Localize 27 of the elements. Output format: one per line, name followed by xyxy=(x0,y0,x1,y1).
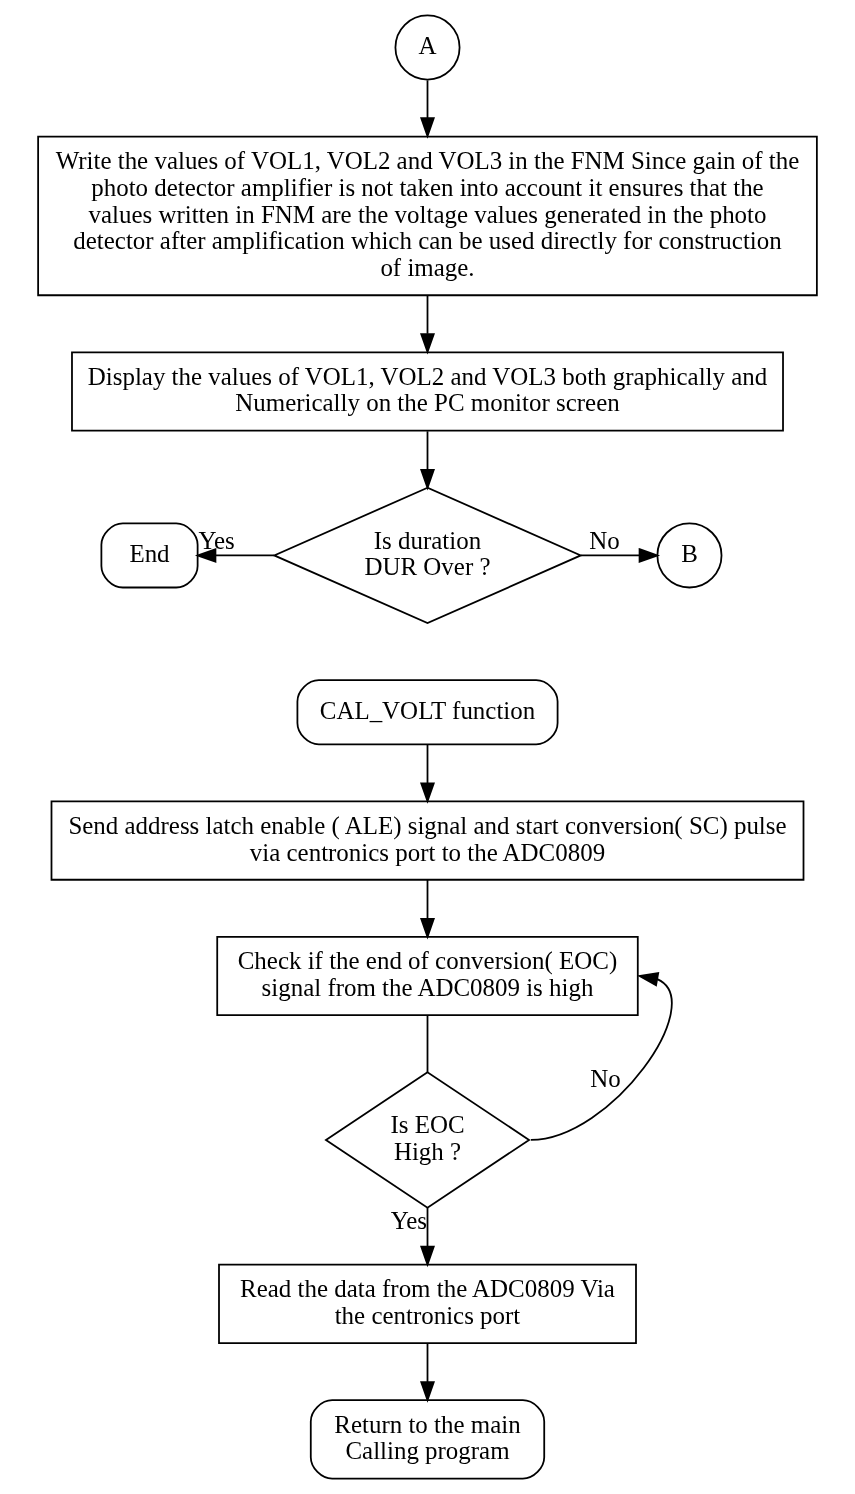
arrow xyxy=(579,547,661,563)
arrow xyxy=(194,547,276,563)
node-box: Read the data from the ADC0809 Via the centronics port xyxy=(218,1263,637,1344)
arrow xyxy=(420,294,435,355)
arrow xyxy=(420,878,435,940)
node-box: Write the values of VOL1, VOL2 and VOL3 in the FNM Since gain of the photo detector amplifier is not taken into account it ensures that the values written in FNM are the voltage values generated in the photo detector after amplification which can be used directly for construction of image. xyxy=(37,135,818,297)
arrow xyxy=(420,1342,435,1403)
node-box: Display the values of VOL1, VOL2 and VOL3 both graphically and Numerically on the PC monitor screen xyxy=(71,351,784,432)
node-diamond: Is EOC High ? xyxy=(324,1071,531,1209)
edge-label: No xyxy=(589,526,620,554)
edge-label: No xyxy=(590,1065,621,1093)
node-circle: B xyxy=(656,522,723,589)
node-circle: A xyxy=(394,14,461,81)
node-box: Send address latch enable ( ALE) signal and start conversion( SC) pulse via centronics port to the ADC0809 xyxy=(50,800,805,881)
edge-label: Yes xyxy=(390,1207,427,1235)
node-diamond: Is duration DUR Over ? xyxy=(272,486,583,625)
arrow xyxy=(420,430,435,491)
arrow xyxy=(529,971,673,1141)
connector xyxy=(426,1014,429,1074)
edge-label: Yes xyxy=(198,526,235,554)
arrow xyxy=(420,1207,435,1268)
node-box: Check if the end of conversion( EOC) signal from the ADC0809 is high xyxy=(216,935,639,1017)
node-box: Return to the main Calling program xyxy=(309,1399,546,1480)
arrow xyxy=(420,743,435,804)
arrow xyxy=(420,79,435,139)
node-box: End xyxy=(100,522,199,589)
node-box: CAL_VOLT function xyxy=(296,679,559,746)
